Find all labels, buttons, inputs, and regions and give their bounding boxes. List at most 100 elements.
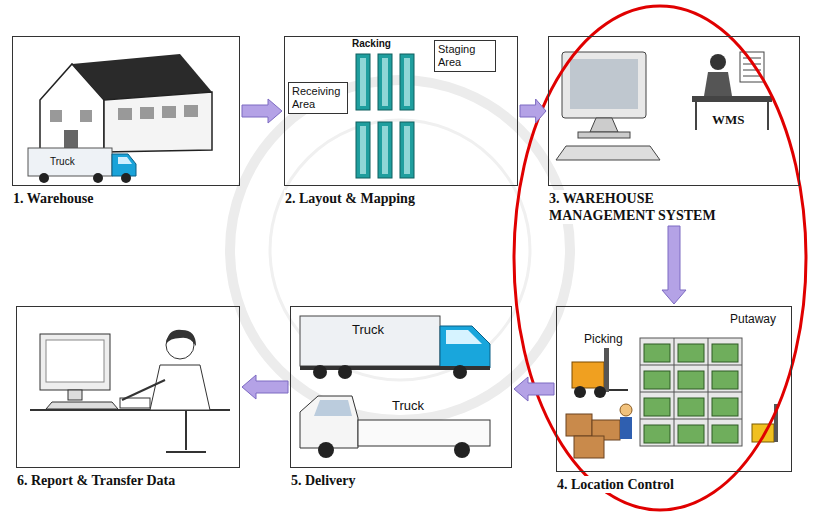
worker-body (620, 417, 632, 439)
forklift-wheel (574, 386, 586, 398)
truck-wheel (121, 173, 131, 183)
house-window (162, 106, 176, 118)
pickup-wheel (318, 442, 334, 458)
step-caption: 1. Warehouse (12, 190, 94, 207)
forklift-mast (604, 348, 609, 392)
flow-arrow (242, 375, 288, 399)
desk (692, 96, 772, 102)
keyboard (556, 146, 660, 160)
person-arm (122, 380, 165, 400)
rack-box (644, 371, 670, 389)
picture-label: Putaway (730, 312, 776, 326)
delivery-drawing (300, 316, 490, 458)
wms-drawing (556, 52, 772, 160)
house-wall (104, 92, 212, 152)
truck-trailer (28, 148, 112, 176)
rack-post (674, 338, 675, 446)
caption-block: 5. Delivery (290, 472, 512, 489)
truck-window (446, 330, 482, 344)
carton (566, 414, 592, 436)
rack-inner (404, 58, 410, 106)
rack-post (708, 338, 709, 446)
monitor (562, 52, 646, 118)
pickup-wheel (454, 442, 470, 458)
highlight-ellipse (514, 6, 806, 510)
house-window (50, 110, 62, 122)
monitor-stand (68, 390, 82, 400)
watermark-ring (270, 120, 530, 380)
worker-head (620, 404, 632, 416)
rack-box (644, 344, 670, 362)
report-drawing (30, 330, 230, 452)
picture-label: Truck (50, 156, 75, 167)
rack-shelf (640, 419, 742, 420)
flow-arrow (520, 99, 546, 123)
location-drawing (566, 338, 778, 458)
panel-frame (548, 36, 800, 186)
process-panel: 6. Report & Transfer Data (16, 306, 240, 489)
chair-base (166, 451, 206, 453)
picture-label: Truck (392, 398, 424, 413)
rack-inner (382, 126, 388, 174)
house-window (140, 107, 154, 119)
truck-window (118, 157, 132, 164)
rack-box (712, 344, 738, 362)
picture-label: Racking (352, 38, 391, 49)
process-panel: 1. Warehouse (12, 36, 240, 207)
rack-shelf (640, 365, 742, 366)
rack (356, 122, 370, 178)
house-window (118, 108, 132, 120)
rack-box (712, 371, 738, 389)
carton (574, 436, 604, 458)
panel-frame (12, 36, 240, 186)
panel-frame (16, 306, 240, 468)
rack (400, 54, 414, 110)
monitor-screen (570, 59, 638, 109)
paper-line (743, 76, 761, 77)
panel-frame (290, 306, 512, 468)
pickup-window (314, 400, 352, 416)
rack-inner (360, 126, 366, 174)
rack-inner (404, 126, 410, 174)
caption-block: 1. Warehouse (12, 190, 240, 207)
monitor (40, 334, 110, 390)
step-caption: 2. Layout & Mapping (284, 190, 416, 207)
desk-leg (767, 102, 769, 130)
rack-box (712, 425, 738, 443)
truck-wheel (453, 365, 467, 379)
monitor-stand (590, 118, 618, 132)
pickup-cab (300, 396, 358, 448)
truck-cab (440, 326, 490, 368)
caption-block: 2. Layout & Mapping (284, 190, 518, 207)
pickup-bed (358, 420, 490, 446)
flow-arrow (514, 377, 554, 401)
step-caption: 6. Report & Transfer Data (16, 472, 176, 489)
process-panel: 3. WAREHOUSE MANAGEMENT SYSTEM (548, 36, 800, 224)
truck-wheel (313, 365, 327, 379)
forklift-body (572, 362, 604, 388)
clerk-head (710, 54, 726, 70)
chair-leg (185, 410, 187, 450)
flow-arrow (242, 99, 282, 123)
keyboard (46, 402, 118, 409)
rack-box (712, 398, 738, 416)
paper-line (743, 58, 761, 59)
picture-label: Picking (584, 332, 623, 346)
monitor-base (578, 132, 630, 138)
clerk-body (704, 72, 732, 96)
person-body (150, 365, 210, 410)
rack-inner (382, 58, 388, 106)
rack-box (678, 425, 704, 443)
house-window (184, 105, 198, 117)
caption-block: 3. WAREHOUSE MANAGEMENT SYSTEM (548, 190, 738, 224)
picture-label: WMS (712, 112, 745, 128)
truck-wheel (93, 173, 103, 183)
forklift-fork (609, 389, 628, 391)
truck-trailer (300, 316, 440, 366)
layout-drawing (356, 54, 414, 178)
truck-wheel (39, 173, 49, 183)
flow-arrow (662, 226, 686, 304)
step-caption: 5. Delivery (290, 472, 357, 489)
house-window (80, 110, 92, 122)
